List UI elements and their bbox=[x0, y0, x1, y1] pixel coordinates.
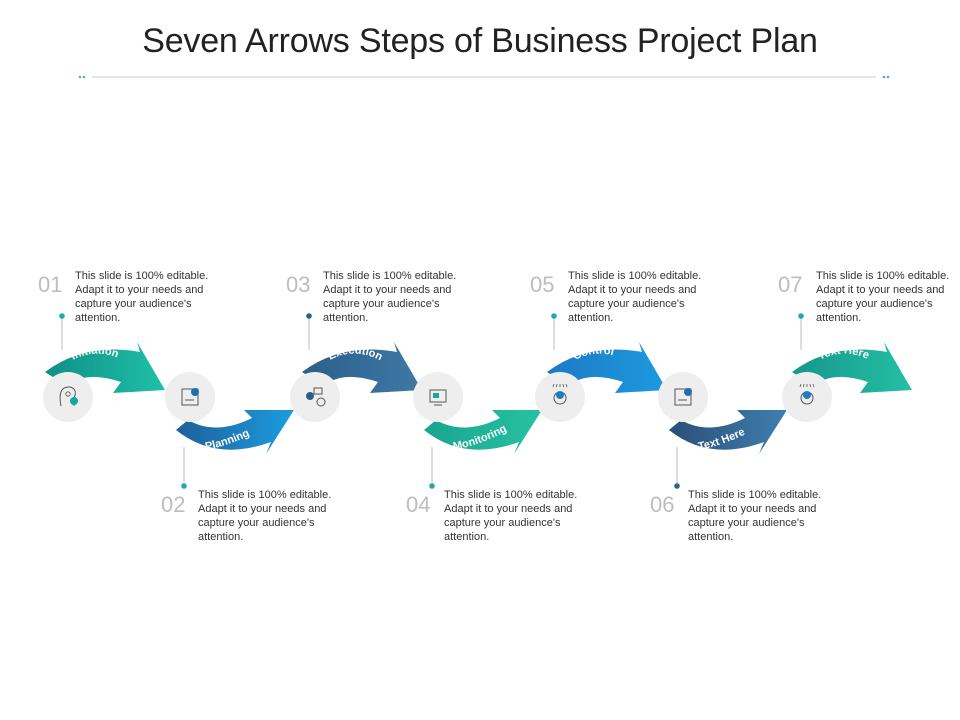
step-description-07: This slide is 100% editable. Adapt it to… bbox=[816, 270, 950, 324]
arrow-label-07: Text Here bbox=[816, 344, 871, 362]
step-circle-06 bbox=[658, 372, 708, 422]
step-circle-01 bbox=[43, 372, 93, 422]
step-number-02: 02 bbox=[161, 492, 186, 517]
step-number-07: 07 bbox=[778, 272, 803, 297]
step-circle-03 bbox=[290, 372, 340, 422]
page-title: Seven Arrows Steps of Business Project P… bbox=[142, 22, 818, 60]
planning-board-icon bbox=[674, 388, 692, 406]
connector-dot-04 bbox=[429, 483, 435, 489]
arrow-step-02 bbox=[176, 410, 294, 454]
title-divider bbox=[78, 75, 890, 79]
connector-dot-07 bbox=[798, 313, 804, 319]
step-number-03: 03 bbox=[286, 272, 311, 297]
lightbulb-icon bbox=[799, 383, 815, 405]
step-circle-04 bbox=[413, 372, 463, 422]
lightbulb-icon bbox=[552, 383, 568, 405]
connector-dot-02 bbox=[181, 483, 187, 489]
step-description-05: This slide is 100% editable. Adapt it to… bbox=[568, 270, 702, 324]
connector-dot-06 bbox=[674, 483, 680, 489]
step-number-04: 04 bbox=[406, 492, 431, 517]
step-circle-02 bbox=[165, 372, 215, 422]
step-number-05: 05 bbox=[530, 272, 555, 297]
step-description-06: This slide is 100% editable. Adapt it to… bbox=[688, 489, 822, 543]
connector-dot-03 bbox=[306, 313, 312, 319]
monitor-icon bbox=[429, 389, 447, 406]
connector-dot-01 bbox=[59, 313, 65, 319]
arrow-step-06 bbox=[669, 410, 787, 454]
step-circle-07 bbox=[782, 372, 832, 422]
user-head-icon bbox=[59, 386, 78, 407]
step-description-02: This slide is 100% editable. Adapt it to… bbox=[198, 489, 332, 543]
step-number-06: 06 bbox=[650, 492, 675, 517]
planning-board-icon bbox=[181, 388, 199, 406]
gear-person-icon bbox=[306, 387, 326, 407]
step-description-01: This slide is 100% editable. Adapt it to… bbox=[75, 270, 209, 324]
step-description-04: This slide is 100% editable. Adapt it to… bbox=[444, 489, 578, 543]
connector-dot-05 bbox=[551, 313, 557, 319]
step-description-03: This slide is 100% editable. Adapt it to… bbox=[323, 270, 457, 324]
step-circle-05 bbox=[535, 372, 585, 422]
arrow-step-04 bbox=[424, 410, 542, 454]
step-number-01: 01 bbox=[38, 272, 63, 297]
